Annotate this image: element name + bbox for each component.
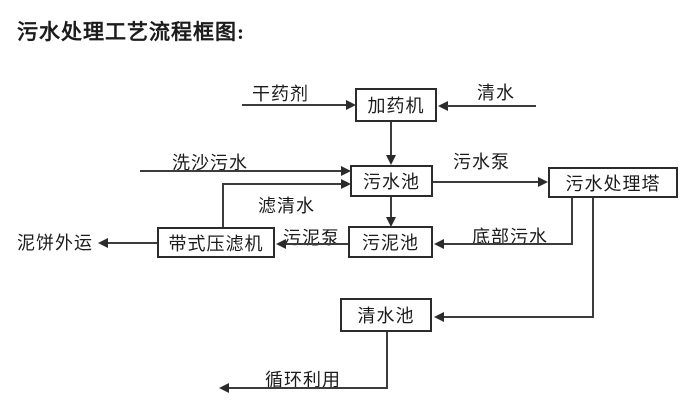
label-sewage-pump: 污水泵 (453, 152, 510, 172)
node-belt-filter-press: 带式压滤机 (157, 227, 275, 258)
label-sludge-pump: 污泥泵 (283, 228, 340, 248)
node-treatment-tower: 污水处理塔 (548, 167, 678, 198)
label-mud-cake-out: 泥饼外运 (17, 233, 93, 253)
node-sludge-pool: 污泥池 (348, 226, 433, 258)
node-sewage-pool: 污水池 (350, 165, 433, 197)
label-dry-chemical: 干药剂 (252, 84, 309, 104)
label-filtered-water: 滤清水 (258, 196, 315, 216)
label-sand-washing-sewage: 洗沙污水 (172, 153, 248, 173)
label-clean-water: 清水 (477, 83, 515, 103)
label-bottom-sewage: 底部污水 (472, 227, 548, 247)
node-clean-water-pool: 清水池 (340, 298, 432, 332)
label-recycling: 循环利用 (265, 370, 341, 390)
diagram-title: 污水处理工艺流程框图: (17, 20, 245, 44)
node-dosing-machine: 加药机 (355, 88, 437, 122)
